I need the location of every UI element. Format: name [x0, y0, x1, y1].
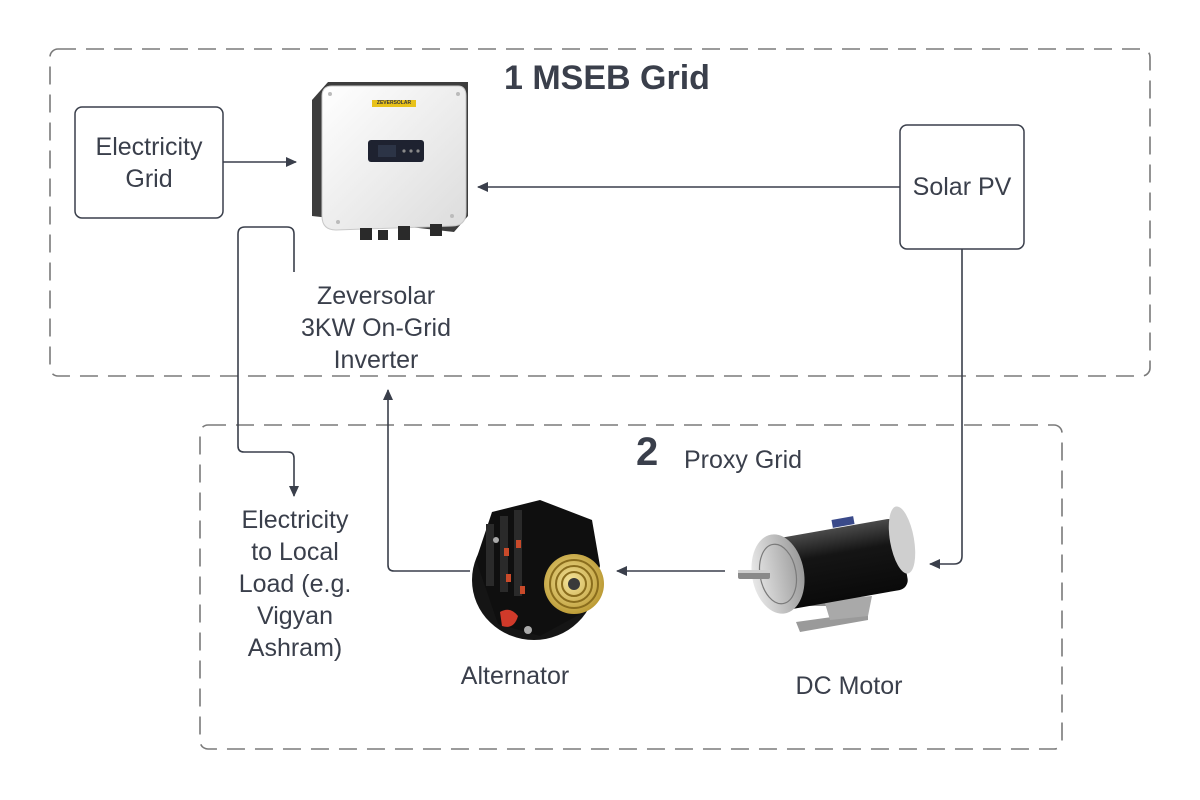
dc-motor-icon [738, 506, 916, 632]
inverter-brand-text: ZEVERSOLAR [376, 100, 412, 106]
alternator-icon [472, 500, 604, 640]
inverter-label: Zeversolar 3KW On-Grid Inverter [300, 282, 452, 374]
inverter-icon [312, 82, 468, 240]
solar-pv-label: Solar PV [912, 173, 1012, 201]
local-load-label: Electricity to Local Load (e.g. Vigyan A… [238, 506, 352, 662]
proxy-grid-region [199, 424, 1063, 750]
proxy-grid-title: Proxy Grid [684, 446, 803, 474]
mseb-grid-title: 1 MSEB Grid [504, 59, 710, 97]
dc-motor-label: DC Motor [795, 672, 903, 700]
proxy-grid-number: 2 [636, 430, 659, 474]
mseb-grid-region [49, 48, 1151, 377]
electricity-grid-label: Electricity Grid [95, 132, 203, 193]
arrow-solar-to-motor [929, 249, 963, 569]
arrow-inverter-to-local-load [237, 226, 299, 497]
arrow-alternator-to-inverter [383, 389, 470, 572]
alternator-label: Alternator [460, 662, 570, 690]
